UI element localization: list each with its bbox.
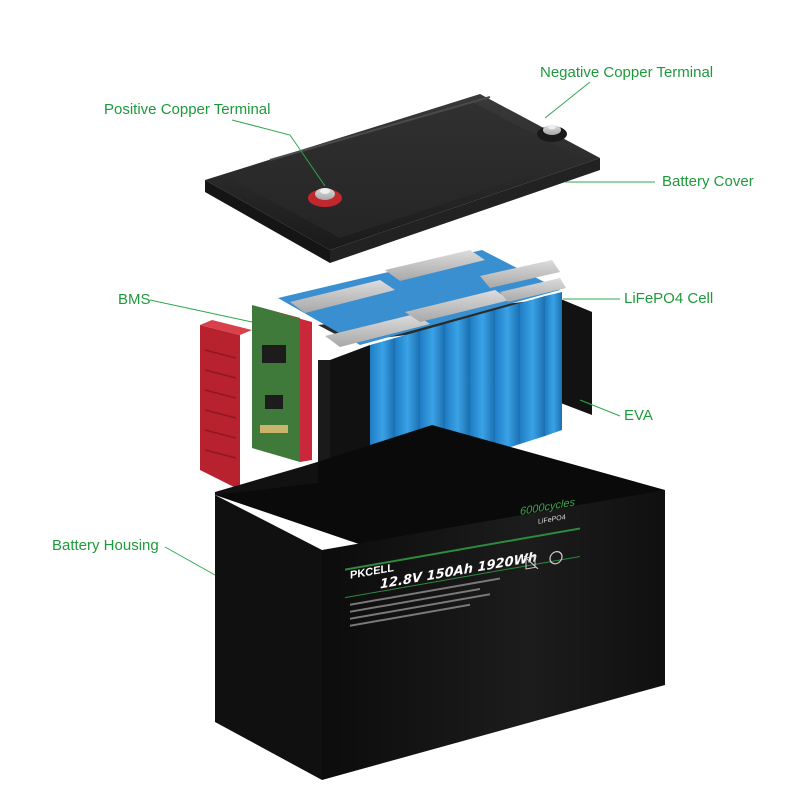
leader-lines — [149, 81, 655, 576]
weee-bin-icon — [523, 555, 539, 570]
recycle-icon — [549, 550, 563, 565]
label-lifepo4-cell: LiFePO4 Cell — [624, 290, 714, 307]
battery-housing — [215, 425, 665, 780]
leader-bms — [149, 299, 253, 323]
fine-print — [350, 577, 500, 627]
leader-negative-terminal — [544, 81, 591, 119]
label-battery-cover: Battery Cover — [662, 173, 754, 190]
label-negative-copper-terminal: Negative Copper Terminal — [540, 64, 714, 81]
label-accent-line — [345, 527, 580, 571]
chemistry-badge: LiFePO4 — [538, 514, 566, 526]
label-battery-housing: Battery Housing — [52, 537, 159, 554]
leader-positive-terminal — [231, 119, 326, 187]
label-divider — [345, 555, 580, 599]
positive-terminal — [308, 188, 342, 207]
leader-battery-housing — [164, 546, 216, 576]
bms — [200, 305, 312, 490]
label-bms: BMS — [118, 291, 151, 308]
label-eva: EVA — [624, 407, 653, 424]
busbars — [290, 250, 566, 347]
negative-terminal — [537, 124, 567, 142]
leader-eva — [579, 399, 621, 417]
label-positive-copper-terminal: Positive Copper Terminal — [104, 101, 271, 118]
battery-cover — [205, 94, 600, 263]
